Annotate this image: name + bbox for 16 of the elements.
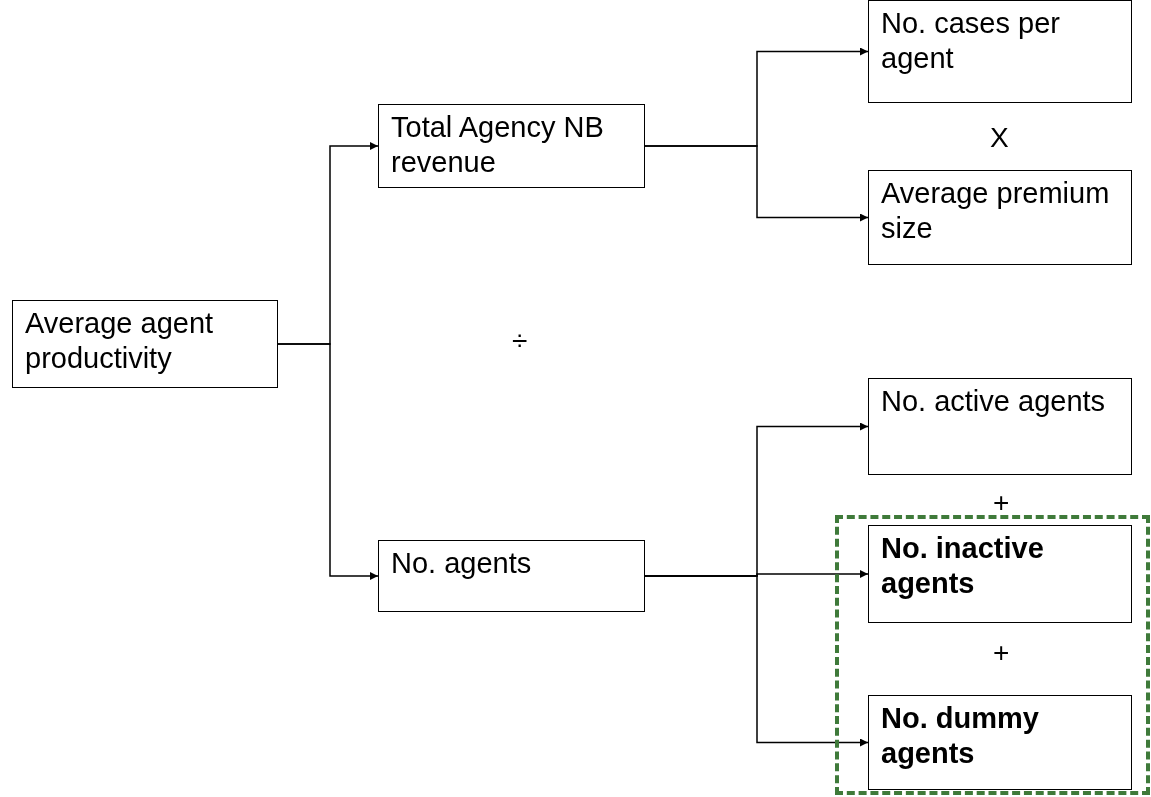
process-box: No. cases per agent: [868, 0, 1132, 103]
arrow: [644, 145, 869, 222]
group-frame: [835, 515, 1150, 795]
operator-sign: +: [993, 487, 1010, 519]
arrow: [644, 575, 869, 747]
arrow: [277, 343, 379, 580]
process-box: Average agent productivity: [12, 300, 278, 388]
operator-sign: X: [990, 122, 1009, 154]
process-box: No. active agents: [868, 378, 1132, 475]
process-box: No. dummy agents: [868, 695, 1132, 790]
operator-sign: +: [993, 637, 1010, 669]
operator-sign: ÷: [512, 325, 528, 357]
process-box: Total Agency NB revenue: [378, 104, 645, 188]
process-box: Average premium size: [868, 170, 1132, 265]
process-box: No. agents: [378, 540, 645, 612]
process-box: No. inactive agents: [868, 525, 1132, 623]
